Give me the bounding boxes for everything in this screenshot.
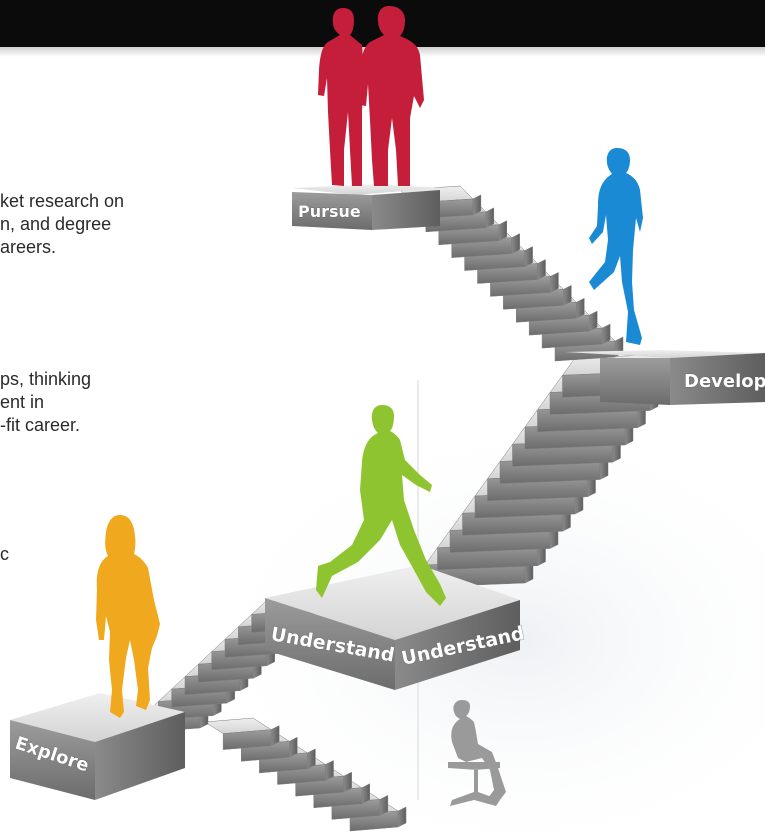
lower-stairs (204, 717, 407, 832)
platform-explore: Explore (10, 693, 185, 800)
stair-side (343, 771, 352, 793)
stair-side (576, 297, 585, 319)
pursue-person-left (318, 8, 364, 186)
stair-side (361, 783, 370, 805)
sitting-figure (448, 700, 506, 806)
platform-understand: Understand Understand (265, 565, 527, 690)
text-line: ket research on (0, 191, 125, 211)
description-text-understand: c (0, 543, 9, 681)
stair-side (307, 748, 316, 770)
stair-side (397, 806, 407, 828)
platform-develop: Develop (565, 350, 765, 405)
text-line: areers. (0, 237, 57, 257)
stair-side (550, 272, 559, 293)
text-line: c (0, 544, 9, 564)
stairs-understand-to-develop (424, 353, 676, 588)
stair-side (379, 794, 389, 816)
stair-side (498, 220, 507, 242)
text-line: ps, thinking (0, 369, 92, 389)
understand-figure (316, 405, 446, 606)
stair-side (511, 233, 520, 255)
stair-side (472, 194, 482, 216)
stair-side (524, 246, 533, 267)
platform-pursue: Pursue (292, 184, 440, 230)
description-text-pursue: ket research on n, and degree areers. (0, 190, 124, 259)
stair-side (588, 310, 598, 332)
stair-side (485, 207, 495, 229)
stair-side (563, 284, 572, 306)
stairs-develop-to-pursue (399, 185, 624, 362)
text-line: -fit career. (0, 415, 81, 435)
text-line: ent in (0, 392, 45, 412)
stair-side (537, 259, 546, 280)
step-label-develop: Develop (684, 371, 765, 392)
stair-side (289, 736, 298, 758)
text-line: n, and degree (0, 214, 112, 234)
pursue-person-right (360, 6, 424, 186)
step-label-pursue: Pursue (298, 202, 361, 221)
stair-side (601, 323, 611, 345)
stair-side (325, 760, 334, 781)
explore-figure (96, 515, 160, 718)
pursue-figures (318, 6, 424, 186)
develop-figure (589, 148, 643, 345)
stair-side (270, 725, 280, 747)
description-text-develop: ps, thinking ent in -fit career. (0, 368, 91, 437)
